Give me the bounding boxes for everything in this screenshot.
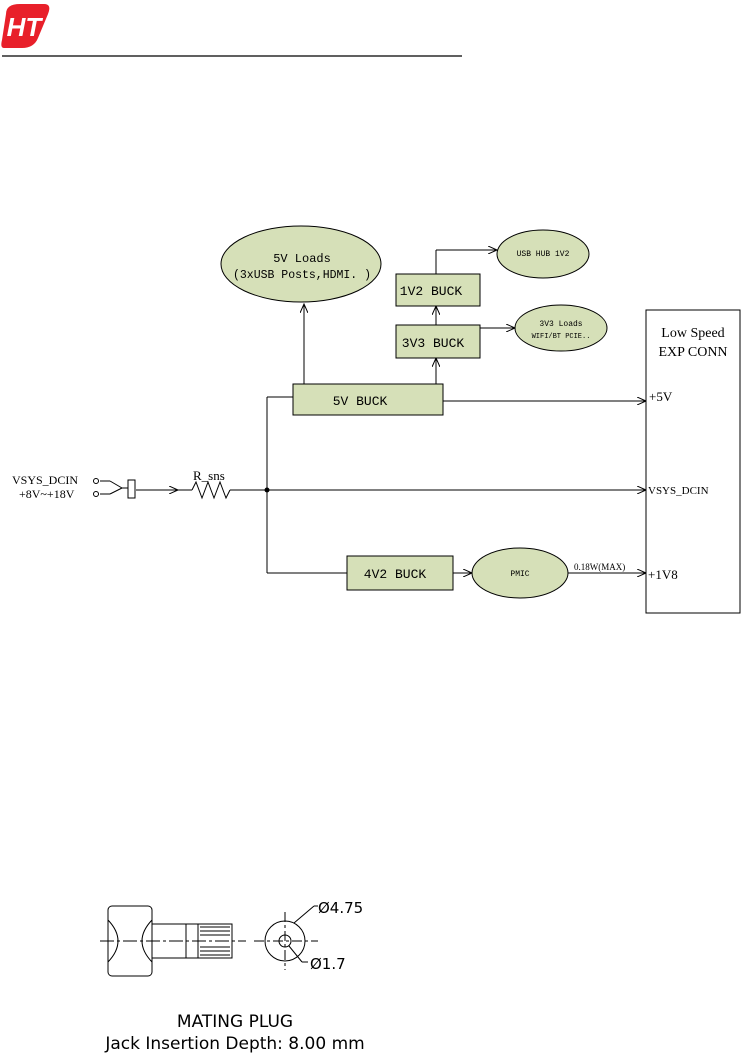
power-note: 0.18W(MAX) [574,562,625,572]
loads-5v-line1: 5V Loads [273,252,331,266]
input-label: VSYS_DCIN [12,473,78,487]
plug-title: MATING PLUG [177,1012,293,1032]
buck-5v-label: 5V BUCK [333,394,388,409]
loads-3v3-line2: WIFI/BT PCIE.. [532,333,591,341]
company-logo: HT [1,4,49,48]
plug-outer-diameter: Ø4.75 [318,899,363,917]
buck-1v2-label: 1V2 BUCK [400,284,463,299]
loads-3v3-line1: 3V3 Loads [539,320,582,329]
resistor-label: R_sns [193,468,225,483]
buck-1v2-block: 1V2 BUCK [396,274,480,306]
connector-pin-5v: +5V [649,389,673,404]
loads-3v3-ellipse: 3V3 Loads WIFI/BT PCIE.. [515,305,607,351]
dc-jack-symbol [128,480,135,498]
usb-hub-ellipse: USB HUB 1V2 [497,230,589,278]
loads-5v-ellipse: 5V Loads (3xUSB Posts,HDMI. ) [221,226,381,302]
input-terminal-neg [94,492,99,497]
input-terminal-pos [94,479,99,484]
usb-hub-label: USB HUB 1V2 [517,250,570,259]
buck-5v-block: 5V BUCK [293,384,443,415]
buck-4v2-label: 4V2 BUCK [364,567,427,582]
connector-pin-vsys: VSYS_DCIN [648,485,709,497]
mating-plug-drawing [100,906,318,976]
plug-inner-diameter: Ø1.7 [310,955,346,973]
input-range: +8V~+18V [19,487,75,501]
pmic-ellipse: PMIC [472,548,568,598]
connector-pin-1v8: +1V8 [648,567,678,582]
connector-title-line2: EXP CONN [658,345,727,360]
connector-title-line1: Low Speed [661,326,724,341]
junction-dot [265,488,270,493]
loads-5v-line2: (3xUSB Posts,HDMI. ) [233,269,371,282]
plug-subtitle: Jack Insertion Depth: 8.00 mm [104,1034,364,1054]
logo-text: HT [7,12,44,42]
buck-3v3-block: 3V3 BUCK [396,325,480,358]
exp-connector: Low Speed EXP CONN +5V VSYS_DCIN +1V8 [646,310,740,613]
pmic-label: PMIC [510,570,529,579]
buck-3v3-label: 3V3 BUCK [402,336,465,351]
buck-4v2-block: 4V2 BUCK [347,556,453,590]
